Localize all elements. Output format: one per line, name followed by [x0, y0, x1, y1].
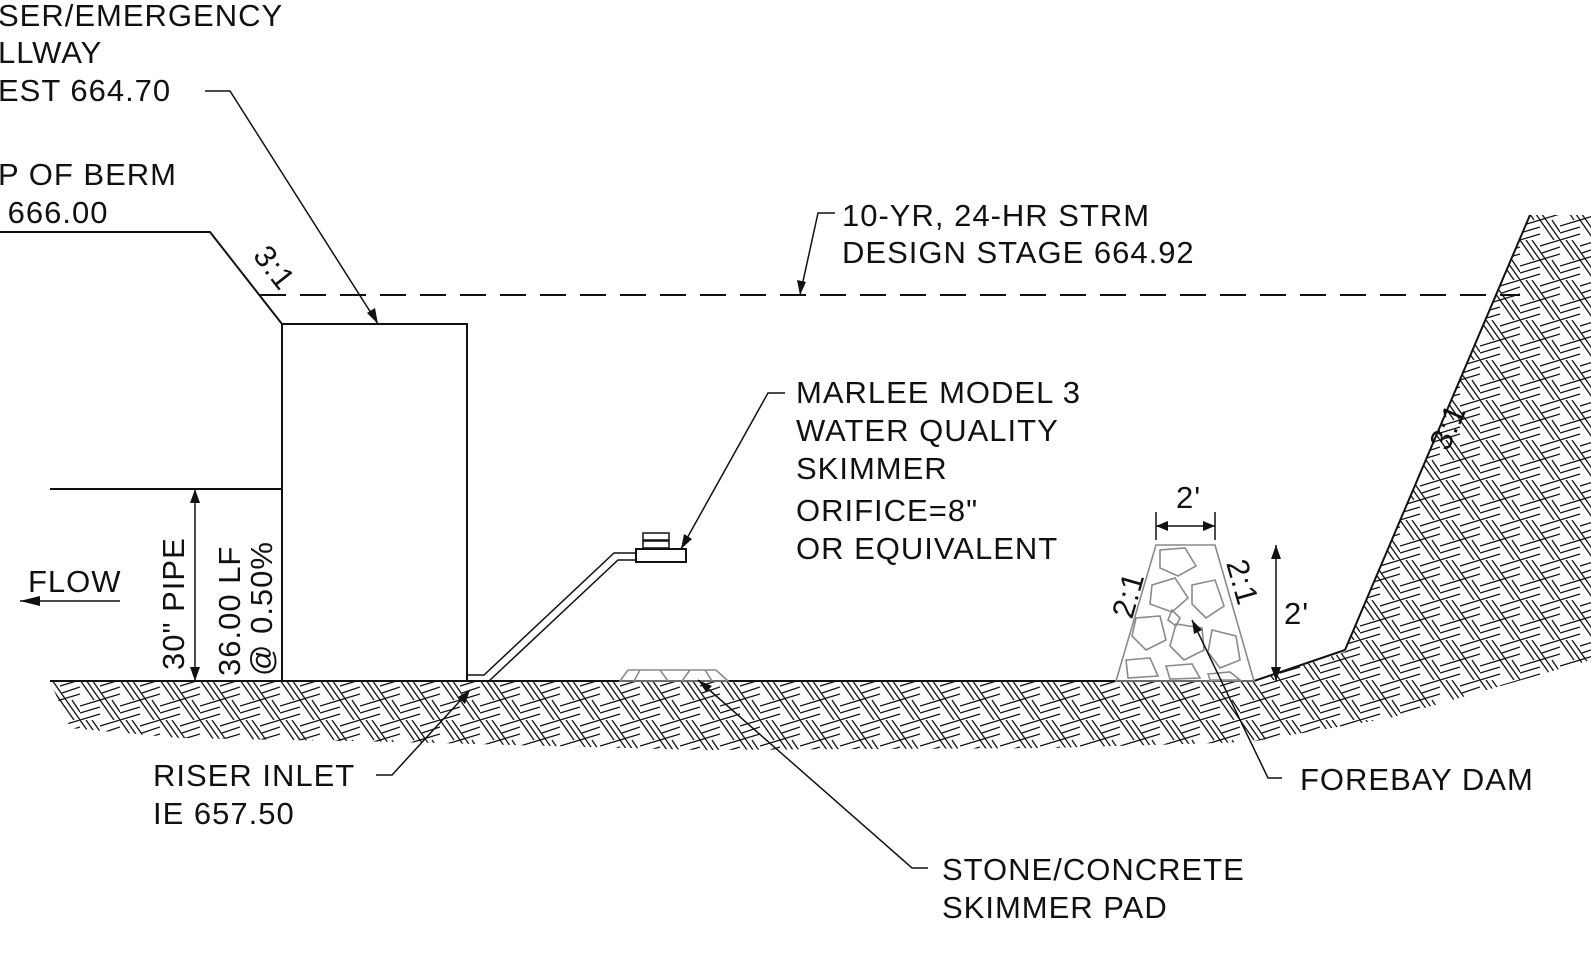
- spillway-leader-arrow: [367, 308, 378, 324]
- dam-height-arrow-top: [1271, 545, 1281, 559]
- pad-leader: [697, 679, 928, 869]
- forebay-leader: [1191, 619, 1282, 779]
- skimmer-float-lower: [642, 540, 670, 549]
- berm-top-line: [0, 231, 283, 325]
- riser-inlet-label: RISER INLET IE 657.50: [153, 758, 364, 831]
- berm-line-1: P OF BERM: [0, 157, 177, 192]
- pipe-dim-arrow-bottom: [190, 667, 200, 681]
- spillway-line-3: EST 664.70: [0, 73, 171, 108]
- pad-line-1: STONE/CONCRETE: [942, 852, 1245, 887]
- ground-hatch: [50, 215, 1591, 750]
- skimmer-leader-arrow: [681, 534, 692, 549]
- dam-left-slope-label: 2:1: [1105, 568, 1151, 622]
- skimmer-float-upper: [642, 532, 670, 541]
- pad-label: STONE/CONCRETE SKIMMER PAD: [942, 852, 1254, 925]
- pipe-dim-arrow-top: [190, 489, 200, 503]
- berm-label: P OF BERM 666.00: [0, 157, 187, 230]
- pipe-slope-label: @ 0.50%: [244, 541, 279, 676]
- dam-right-slope-label: 2:1: [1219, 555, 1265, 609]
- dam-top-dim-arrow-right: [1203, 521, 1215, 531]
- skimmer-line-4: ORIFICE=8": [796, 493, 978, 528]
- spillway-line-2: LLWAY: [0, 35, 102, 70]
- pad-leader-arrow: [698, 680, 712, 692]
- spillway-label: SER/EMERGENCY LLWAY EST 664.70: [0, 0, 292, 108]
- storm-leader-arrow: [797, 280, 806, 295]
- storm-leader: [799, 212, 835, 296]
- dam-height-arrow-bottom: [1271, 667, 1281, 681]
- riser-inlet-line-1: RISER INLET: [153, 758, 355, 793]
- skimmer-leader: [680, 392, 785, 550]
- riser-inlet-leader-arrow: [458, 690, 470, 704]
- spillway-line-1: SER/EMERGENCY: [0, 0, 283, 33]
- forebay-leader-arrow: [1192, 620, 1202, 634]
- forebay-label: FOREBAY DAM: [1300, 762, 1534, 797]
- pipe-length-label: 36.00 LF: [212, 546, 247, 676]
- dam-height-label: 2': [1284, 596, 1309, 631]
- flow-arrow-head: [20, 596, 40, 606]
- right-embankment-line: [1344, 214, 1531, 651]
- storm-line-1: 10-YR, 24-HR STRM: [842, 198, 1150, 233]
- storm-line-2: DESIGN STAGE 664.92: [842, 235, 1195, 270]
- skimmer-line-5: OR EQUIVALENT: [796, 531, 1058, 566]
- skimmer-label: MARLEE MODEL 3 WATER QUALITY SKIMMER ORI…: [796, 375, 1091, 566]
- riser-inlet-line-2: IE 657.50: [153, 796, 295, 831]
- skimmer-line-3: SKIMMER: [796, 451, 948, 486]
- riser-structure: [281, 323, 468, 682]
- skimmer-pad: [618, 669, 731, 682]
- skimmer-hose: [467, 559, 636, 682]
- dam-top-width-label: 2': [1176, 480, 1201, 515]
- storm-label: 10-YR, 24-HR STRM DESIGN STAGE 664.92: [842, 198, 1195, 270]
- skimmer-unit-base: [635, 548, 687, 563]
- pipe-size-label: 30" PIPE: [156, 537, 191, 670]
- spillway-leader: [205, 90, 379, 325]
- berm-line-2: 666.00: [0, 195, 108, 230]
- forebay-dam: [1114, 544, 1256, 682]
- pad-line-2: SKIMMER PAD: [942, 890, 1168, 925]
- flow-label: FLOW: [28, 564, 122, 599]
- dam-top-dim-arrow-left: [1156, 521, 1168, 531]
- riser-inlet-leader: [376, 689, 471, 776]
- skimmer-hose-inner: [467, 552, 636, 676]
- skimmer-line-1: MARLEE MODEL 3: [796, 375, 1081, 410]
- skimmer-line-2: WATER QUALITY: [796, 413, 1058, 448]
